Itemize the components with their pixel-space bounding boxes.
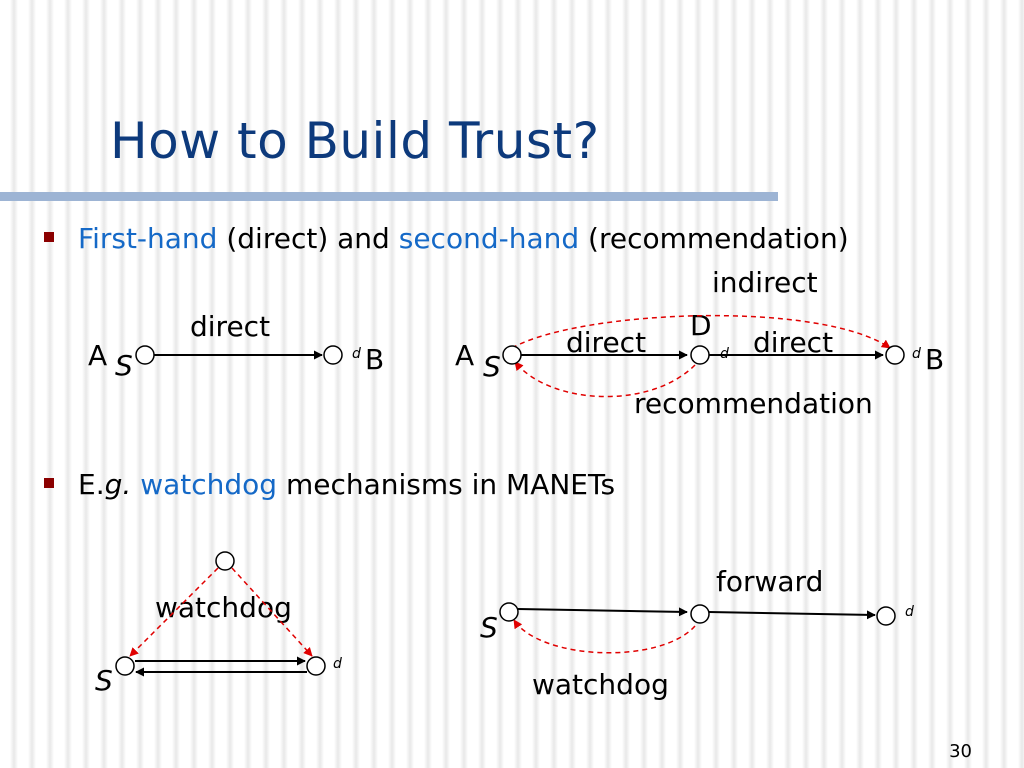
node-b-role: d [912,346,921,362]
node-s-role: S [480,611,498,644]
node-s [115,656,135,676]
node-d [876,606,896,626]
node-d [690,345,710,365]
bullet-text: E. [78,468,105,501]
indirect-trust-arrow [511,314,891,349]
node-b-name: B [365,343,384,376]
square-bullet-icon [44,478,54,488]
diagram-watchdog-triangle: watchdog S d [95,551,342,697]
forward-edge-arrow-left [517,607,688,617]
node-a-name: A [88,339,107,372]
bullet-watchdog: E.g. watchdog mechanisms in MANETs [44,468,615,501]
diagram-direct: direct A S d B [88,310,384,382]
term-first-hand: First-hand [78,222,218,255]
slide-number: 30 [949,741,972,762]
node-a-role: S [115,349,133,382]
watchdog-arrow-left [129,567,219,657]
node-d-role: d [905,604,914,620]
term-second-hand: second-hand [398,222,580,255]
node-b-name: B [925,343,944,376]
term-watchdog: watchdog [140,468,278,501]
watchdog-node [215,551,235,571]
slide-title: How to Build Trust? [110,112,600,170]
recommendation-label: recommendation [634,387,873,420]
diagram-forward: forward S d watchdog [480,565,914,701]
recommendation-arrow [514,361,696,398]
edge-label-direct-left: direct [566,326,646,359]
bullet-text-italic: g. [104,468,132,501]
bullet-text: (recommendation) [579,222,849,255]
bullet-text: (direct) and [217,222,399,255]
watchdog-label: watchdog [532,668,669,701]
watchdog-arrow [513,619,696,654]
node-b-role: d [352,346,361,362]
node-d-role: d [333,656,342,672]
edge-label-direct: direct [190,310,270,343]
bullet-first-hand: First-hand (direct) and second-hand (rec… [44,222,849,255]
watchdog-arrow-right [231,567,313,657]
square-bullet-icon [44,232,54,242]
node-s [499,602,519,622]
node-a-role: S [483,350,501,383]
node-b [323,345,343,365]
node-a [502,345,522,365]
intermediate-node [690,604,710,624]
title-divider [0,192,778,201]
diagram-indirect: indirect D direct direct A S d d B recom… [455,266,944,420]
forward-label: forward [716,565,823,598]
node-a [135,345,155,365]
node-s-role: S [95,664,113,697]
watchdog-label: watchdog [155,591,292,624]
forward-edge-arrow-right [708,610,876,620]
node-d [306,656,326,676]
edge-label-direct-right: direct [753,326,833,359]
indirect-label: indirect [712,266,818,299]
node-b [885,345,905,365]
node-a-name: A [455,339,474,372]
node-d-role: d [720,346,729,362]
node-d-name: D [690,309,712,342]
bullet-text: mechanisms in MANETs [277,468,616,501]
